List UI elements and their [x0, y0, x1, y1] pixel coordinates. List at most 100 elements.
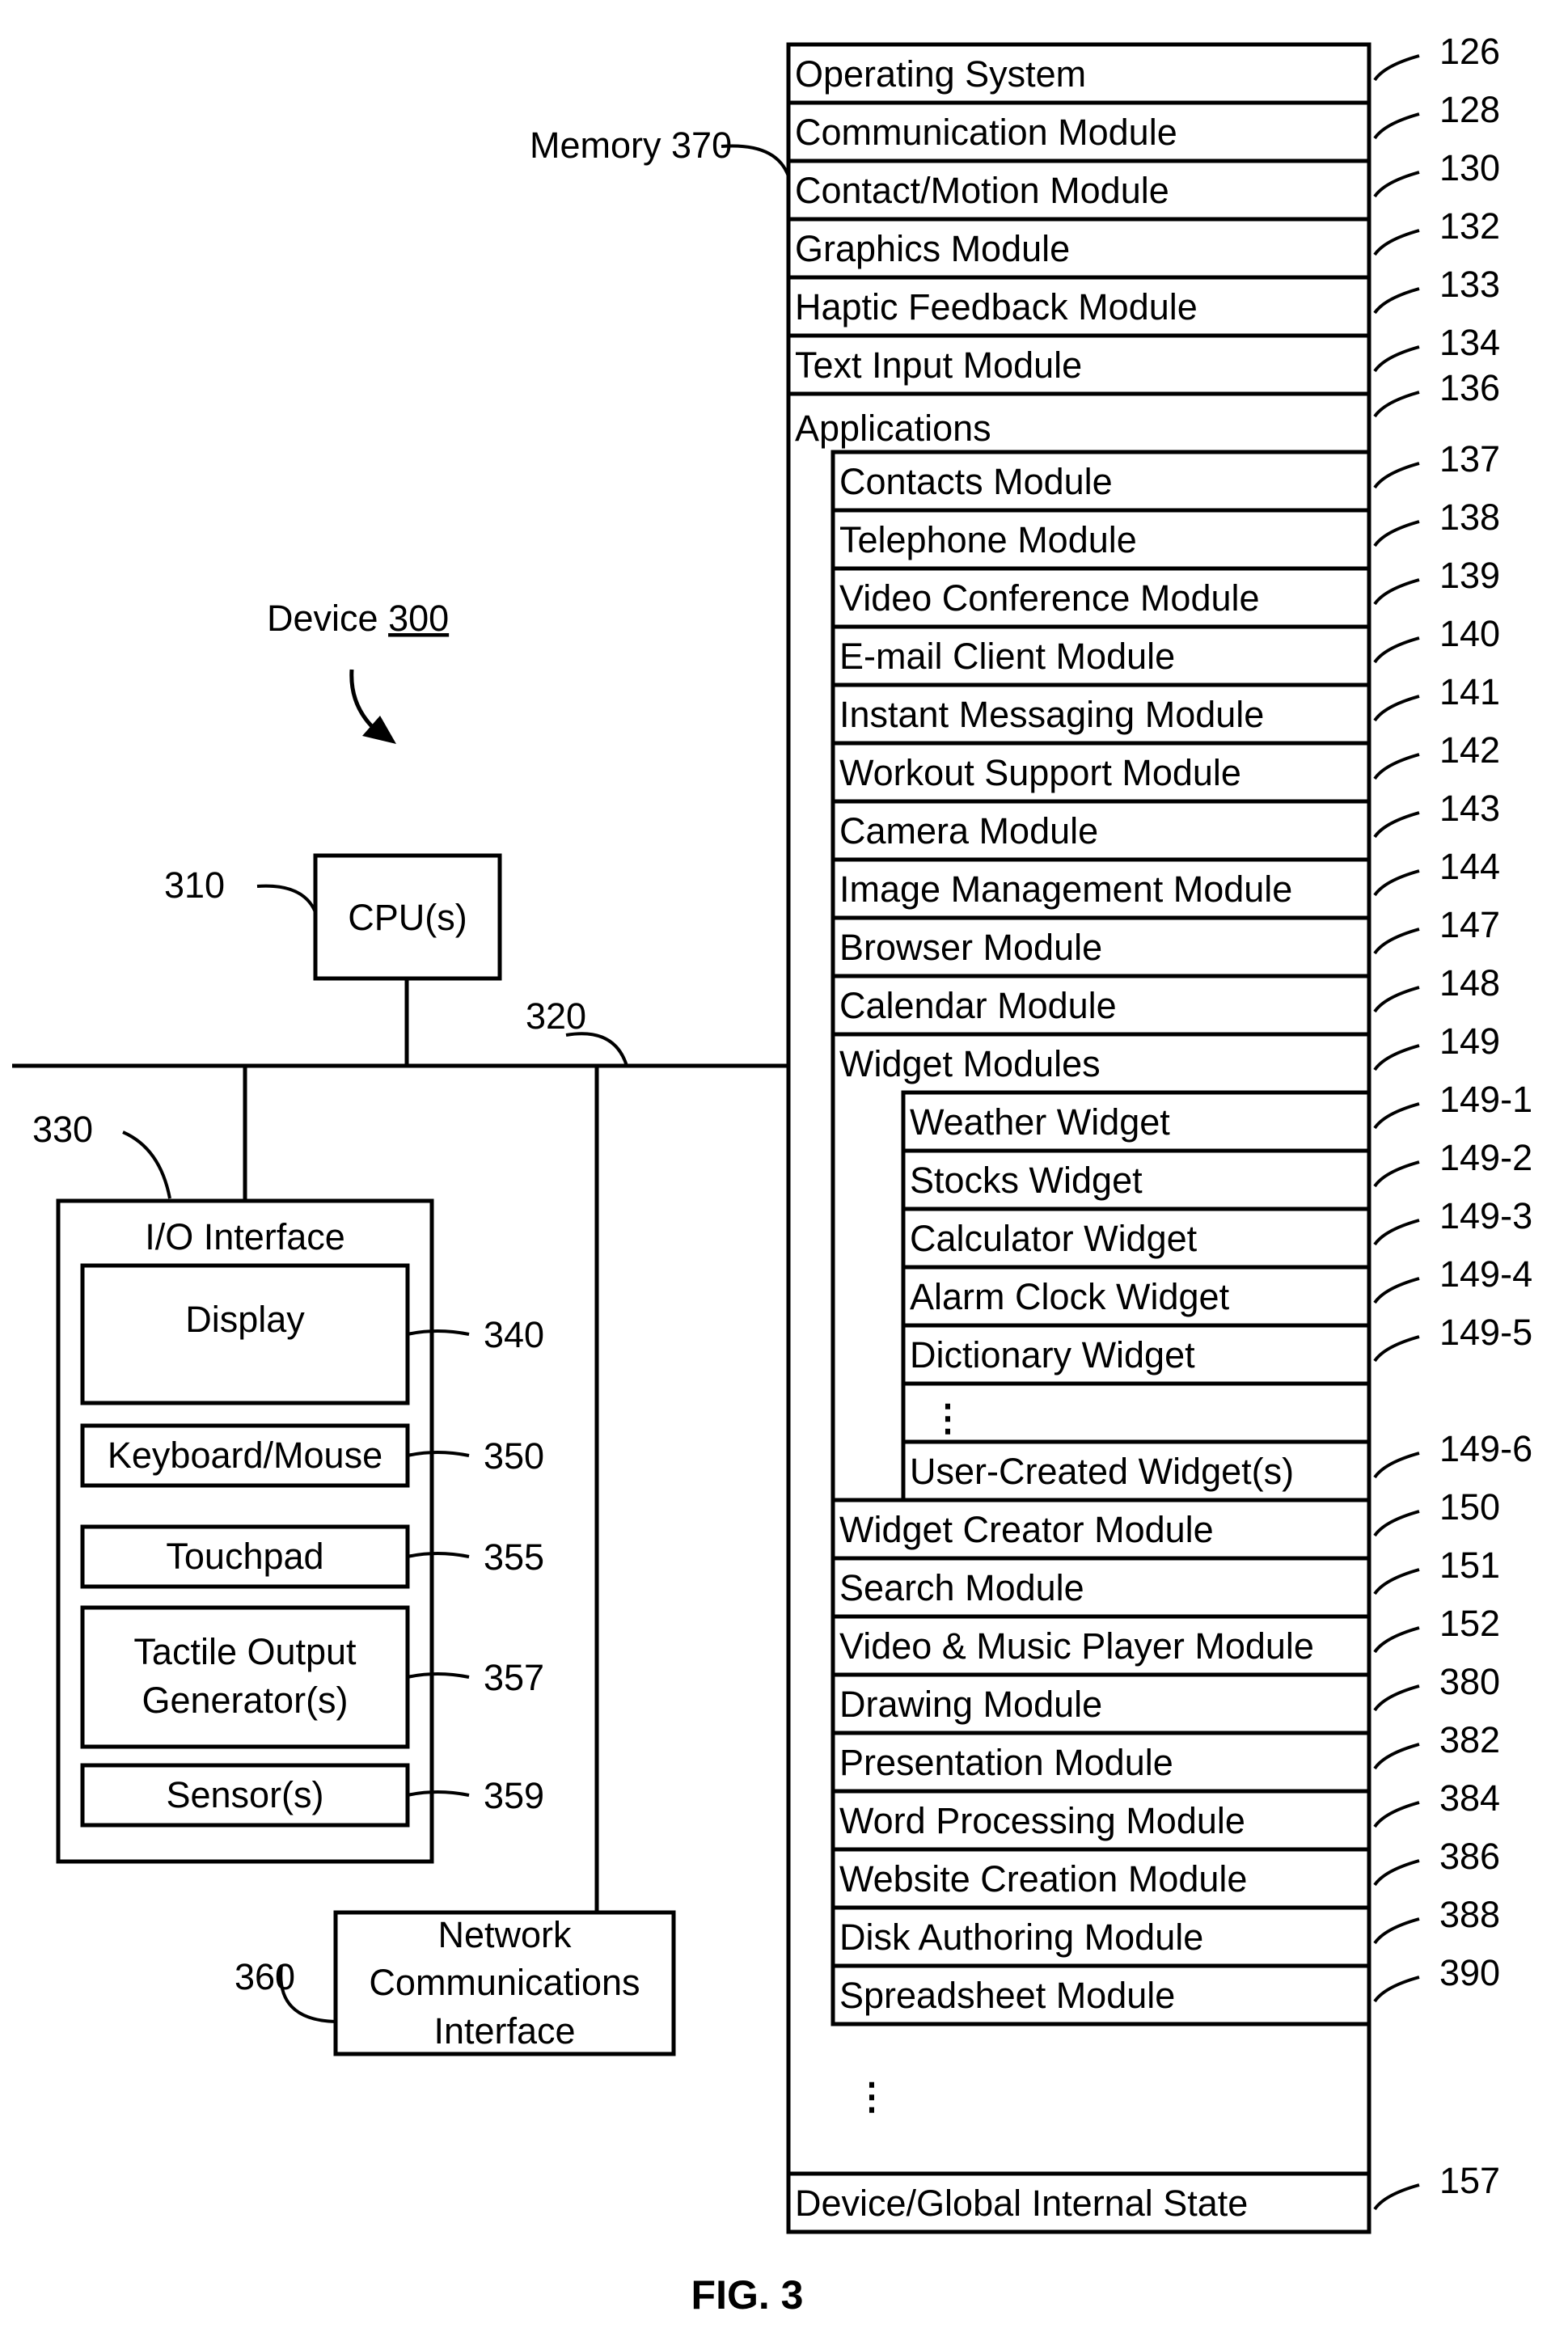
memory-label: Memory 370: [530, 125, 732, 166]
graphics-module-ref-leader: [1375, 230, 1419, 255]
widget-ellipsis: ⋮: [930, 1397, 966, 1439]
dictionary-widget-ref: 149-5: [1439, 1312, 1532, 1353]
browser-module-ref-leader: [1375, 929, 1419, 953]
presentation-module-ref: 382: [1439, 1719, 1500, 1760]
spreadsheet-module-ref: 390: [1439, 1952, 1500, 1993]
calculator-widget-label: Calculator Widget: [910, 1218, 1198, 1259]
network-ref: 360: [235, 1956, 295, 1997]
drawing-module-ref-leader: [1375, 1686, 1419, 1710]
video-conference-module-ref-leader: [1375, 580, 1419, 604]
graphics-module-label: Graphics Module: [795, 228, 1070, 269]
operating-system-ref: 126: [1439, 31, 1500, 72]
user-created-widgets-label: User-Created Widget(s): [910, 1451, 1294, 1492]
word-processing-module-ref: 384: [1439, 1777, 1500, 1819]
graphics-module-ref: 132: [1439, 205, 1500, 247]
instant-messaging-module-ref-leader: [1375, 696, 1419, 721]
word-processing-module-ref-leader: [1375, 1802, 1419, 1827]
presentation-module-label: Presentation Module: [839, 1742, 1173, 1783]
contacts-module-label: Contacts Module: [839, 461, 1113, 502]
alarm-clock-widget-label: Alarm Clock Widget: [910, 1276, 1230, 1317]
alarm-clock-widget-ref: 149-4: [1439, 1253, 1532, 1295]
calendar-module-ref-leader: [1375, 987, 1419, 1012]
spreadsheet-module-ref-leader: [1375, 1977, 1419, 2001]
sensor-s-ref: 359: [484, 1775, 544, 1816]
io-items: Display340Keyboard/Mouse350Touchpad355Ta…: [82, 1266, 544, 1825]
operating-system-ref-leader: [1375, 56, 1419, 80]
figure-caption: FIG. 3: [691, 2272, 804, 2318]
contacts-module-ref-leader: [1375, 463, 1419, 488]
applications-ellipsis: ⋮: [854, 2076, 890, 2117]
keyboard-mouse-label: Keyboard/Mouse: [108, 1435, 382, 1476]
widget-creator-module-ref-leader: [1375, 1511, 1419, 1536]
calendar-module-label: Calendar Module: [839, 985, 1117, 1026]
video-conference-module-label: Video Conference Module: [839, 577, 1260, 619]
tactile-output-label-line-1: Tactile Output: [133, 1631, 357, 1672]
telephone-module-ref-leader: [1375, 522, 1419, 546]
workout-support-module-ref: 142: [1439, 729, 1500, 771]
weather-widget-ref: 149-1: [1439, 1079, 1532, 1120]
dictionary-widget-label: Dictionary Widget: [910, 1334, 1195, 1376]
drawing-module-ref: 380: [1439, 1661, 1500, 1702]
browser-module-label: Browser Module: [839, 927, 1102, 968]
applications-label: Applications: [795, 408, 991, 449]
haptic-feedback-module-ref: 133: [1439, 264, 1500, 305]
widget-creator-module-label: Widget Creator Module: [839, 1509, 1214, 1550]
image-management-module-ref: 144: [1439, 846, 1500, 887]
contacts-module-ref: 137: [1439, 438, 1500, 480]
display-ref-leader: [408, 1331, 469, 1334]
user-created-widgets-ref: 149-6: [1439, 1428, 1532, 1469]
device-global-internal-state-label: Device/Global Internal State: [795, 2183, 1248, 2224]
camera-module-label: Camera Module: [839, 810, 1098, 852]
drawing-module-label: Drawing Module: [839, 1684, 1102, 1725]
calculator-widget-ref: 149-3: [1439, 1195, 1532, 1236]
website-creation-module-label: Website Creation Module: [839, 1858, 1247, 1900]
e-mail-client-module-label: E-mail Client Module: [839, 636, 1175, 677]
calendar-module-ref: 148: [1439, 962, 1500, 1004]
keyboard-mouse-ref: 350: [484, 1435, 544, 1477]
widget-modules-ref-leader: [1375, 1046, 1419, 1070]
keyboard-mouse-ref-leader: [408, 1452, 469, 1456]
stocks-widget-ref-leader: [1375, 1162, 1419, 1186]
sensor-s-ref-leader: [408, 1792, 469, 1795]
camera-module-ref: 143: [1439, 788, 1500, 829]
contact-motion-module-ref: 130: [1439, 147, 1500, 188]
cpu-label: CPU(s): [348, 897, 467, 938]
device-label: Device 300: [267, 598, 449, 744]
bus-ref: 320: [526, 995, 586, 1037]
applications-ref-leader: [1375, 392, 1419, 416]
browser-module-ref: 147: [1439, 904, 1500, 945]
disk-authoring-module-label: Disk Authoring Module: [839, 1917, 1203, 1958]
video-music-player-module-ref-leader: [1375, 1628, 1419, 1652]
sensor-s-label: Sensor(s): [166, 1774, 323, 1815]
video-conference-module-ref: 139: [1439, 555, 1500, 596]
device-label-prefix: Device: [267, 598, 388, 639]
text-input-module-label: Text Input Module: [795, 344, 1082, 386]
search-module-ref: 151: [1439, 1545, 1500, 1586]
telephone-module-label: Telephone Module: [839, 519, 1137, 560]
widget-modules-label: Widget Modules: [839, 1043, 1101, 1084]
spreadsheet-module-label: Spreadsheet Module: [839, 1975, 1175, 2016]
website-creation-module-ref: 386: [1439, 1836, 1500, 1877]
device-ref: 300: [388, 598, 449, 639]
operating-system-label: Operating System: [795, 53, 1086, 95]
alarm-clock-widget-ref-leader: [1375, 1278, 1419, 1303]
contact-motion-module-ref-leader: [1375, 172, 1419, 197]
haptic-feedback-module-label: Haptic Feedback Module: [795, 286, 1198, 328]
text-input-module-ref: 134: [1439, 322, 1500, 363]
touchpad-ref: 355: [484, 1536, 544, 1578]
network-label-line-3: Interface: [433, 2010, 575, 2052]
widget-creator-module-ref: 150: [1439, 1486, 1500, 1528]
widget-ellipsis-box: [903, 1384, 1369, 1442]
communication-module-ref-leader: [1375, 114, 1419, 138]
display-ref: 340: [484, 1314, 544, 1355]
haptic-feedback-module-ref-leader: [1375, 289, 1419, 313]
instant-messaging-module-label: Instant Messaging Module: [839, 694, 1264, 735]
text-input-module-ref-leader: [1375, 347, 1419, 371]
video-music-player-module-label: Video & Music Player Module: [839, 1625, 1314, 1667]
image-management-module-ref-leader: [1375, 871, 1419, 895]
dictionary-widget-ref-leader: [1375, 1337, 1419, 1361]
touchpad-ref-leader: [408, 1553, 469, 1557]
tactile-output-ref-leader: [408, 1674, 469, 1677]
communication-module-ref: 128: [1439, 89, 1500, 130]
